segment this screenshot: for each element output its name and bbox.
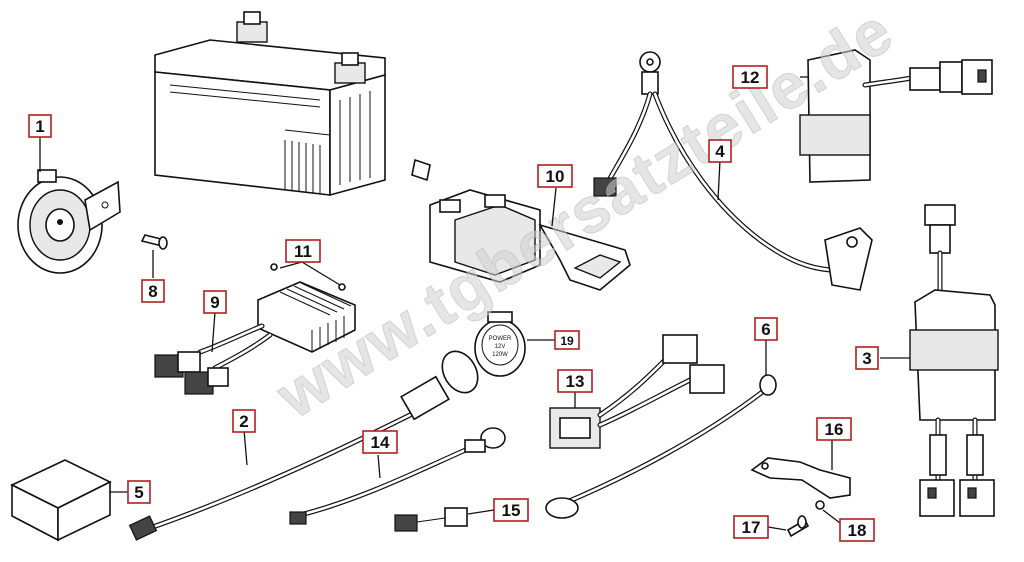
battery — [154, 11, 386, 197]
screw-8 — [140, 234, 168, 250]
svg-text:16: 16 — [825, 420, 844, 439]
svg-text:12: 12 — [741, 68, 760, 87]
svg-text:3: 3 — [862, 349, 871, 368]
callout-3: 3 — [855, 346, 879, 370]
svg-text:1: 1 — [35, 117, 44, 136]
callout-12: 12 — [732, 65, 768, 89]
svg-text:6: 6 — [761, 320, 770, 339]
svg-text:13: 13 — [566, 372, 585, 391]
callout-4: 4 — [708, 139, 732, 163]
svg-text:14: 14 — [371, 433, 390, 452]
callout-19: 19 — [554, 330, 580, 350]
callout-1: 1 — [28, 114, 52, 138]
callout-8: 8 — [141, 279, 165, 303]
socket-cap-text-3: 120W — [492, 352, 508, 358]
callout-14: 14 — [362, 430, 398, 454]
socket-cap-text-2: 12V — [495, 344, 506, 350]
callout-10: 10 — [537, 164, 573, 188]
callout-5: 5 — [127, 480, 151, 504]
callout-9: 9 — [203, 290, 227, 314]
nut-18 — [815, 500, 825, 510]
callout-11: 11 — [285, 239, 321, 263]
svg-text:8: 8 — [148, 282, 157, 301]
svg-text:11: 11 — [294, 242, 312, 261]
screw-17 — [786, 515, 810, 538]
callout-2: 2 — [232, 409, 256, 433]
callout-16: 16 — [816, 417, 852, 441]
svg-text:4: 4 — [715, 142, 725, 161]
callout-6: 6 — [754, 317, 778, 341]
ground-cable — [545, 374, 777, 519]
screws-11 — [270, 263, 346, 291]
leader-lines — [39, 76, 910, 531]
bracket-16 — [750, 457, 851, 499]
callout-17: 17 — [733, 515, 769, 539]
svg-text:10: 10 — [546, 167, 565, 186]
socket-cap: POWER 12V 120W — [474, 311, 526, 377]
socket-cap-text-1: POWER — [489, 336, 512, 342]
svg-text:18: 18 — [848, 521, 867, 540]
switch-harness — [289, 427, 506, 525]
connector-15 — [394, 507, 468, 532]
battery-cable — [593, 51, 873, 291]
horn — [17, 169, 121, 274]
voltage-regulator — [909, 204, 999, 517]
svg-text:9: 9 — [210, 293, 219, 312]
svg-text:19: 19 — [560, 334, 574, 348]
regulator — [154, 281, 356, 395]
svg-text:15: 15 — [502, 501, 521, 520]
svg-text:2: 2 — [239, 412, 248, 431]
svg-text:17: 17 — [742, 518, 761, 537]
relay-box-5 — [10, 459, 112, 542]
starter-relay — [411, 158, 631, 291]
callout-18: 18 — [839, 518, 875, 542]
callout-13: 13 — [557, 369, 593, 393]
cdi-unit — [799, 49, 993, 183]
svg-text:5: 5 — [134, 483, 143, 502]
callout-15: 15 — [493, 498, 529, 522]
